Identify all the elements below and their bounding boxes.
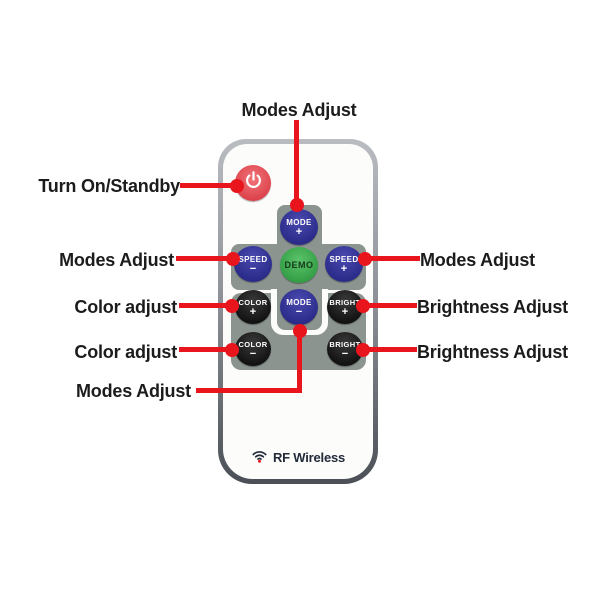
annotation-bottom-modes-label: Modes Adjust: [76, 381, 191, 401]
speed-plus-label: SPEED: [329, 255, 359, 264]
annotation-bottom-modes-line-h: [196, 388, 302, 393]
demo-button[interactable]: DEMO: [280, 247, 318, 283]
mode-minus-sign: −: [295, 306, 303, 318]
annotation-bright-minus-dot: [356, 343, 370, 357]
annotation-color-plus-dot: [225, 299, 239, 313]
color-plus-label: COLOR: [238, 298, 268, 307]
mode-minus-label: MODE: [286, 298, 312, 307]
annotation-right-modes-dot: [358, 252, 372, 266]
speed-plus-button[interactable]: SPEED +: [325, 246, 363, 282]
wifi-icon: [251, 447, 268, 468]
bright-plus-button[interactable]: BRIGHT +: [327, 290, 363, 324]
annotation-color-plus-label: Color adjust: [74, 297, 177, 317]
color-minus-sign: −: [249, 348, 257, 360]
speed-minus-sign: −: [249, 263, 257, 275]
annotation-left-modes-label: Modes Adjust: [59, 250, 174, 270]
bright-plus-sign: +: [341, 306, 349, 318]
annotation-top-modes-label: Modes Adjust: [241, 100, 357, 120]
annotation-power-dot: [230, 179, 244, 193]
color-minus-button[interactable]: COLOR −: [235, 332, 271, 366]
brand-row: RF Wireless: [223, 447, 373, 468]
power-button[interactable]: [235, 165, 271, 201]
bright-minus-label: BRIGHT: [329, 340, 361, 349]
annotation-bright-minus-line: [362, 347, 417, 352]
annotation-color-plus-line: [179, 303, 232, 308]
annotation-bright-plus-label: Brightness Adjust: [417, 297, 568, 317]
annotation-left-modes-dot: [226, 252, 240, 266]
annotation-color-minus-line: [179, 347, 232, 352]
annotation-bottom-modes-dot: [293, 324, 307, 338]
color-plus-button[interactable]: COLOR +: [235, 290, 271, 324]
mode-plus-sign: +: [295, 226, 303, 238]
annotation-power-line: [180, 183, 237, 188]
speed-minus-button[interactable]: SPEED −: [234, 246, 272, 282]
bright-plus-label: BRIGHT: [329, 298, 361, 307]
annotation-color-minus-dot: [225, 343, 239, 357]
annotation-bright-minus-label: Brightness Adjust: [417, 342, 568, 362]
mode-plus-button[interactable]: MODE +: [280, 209, 318, 245]
brand-text: RF Wireless: [272, 450, 346, 465]
color-minus-label: COLOR: [238, 340, 268, 349]
annotation-power-label: Turn On/Standby: [38, 176, 180, 196]
annotation-color-minus-label: Color adjust: [74, 342, 177, 362]
annotation-top-modes-dot: [290, 198, 304, 212]
bright-minus-sign: −: [341, 348, 349, 360]
speed-plus-sign: +: [340, 263, 348, 275]
annotation-bright-plus-dot: [356, 299, 370, 313]
annotation-right-modes-label: Modes Adjust: [420, 250, 535, 270]
mode-minus-button[interactable]: MODE −: [280, 289, 318, 325]
annotation-bright-plus-line: [362, 303, 417, 308]
annotation-left-modes-line: [176, 256, 233, 261]
power-icon: [243, 170, 264, 196]
annotation-right-modes-line: [364, 256, 420, 261]
speed-minus-label: SPEED: [238, 255, 268, 264]
annotation-bottom-modes-line-v: [297, 331, 302, 393]
demo-label: DEMO: [284, 259, 314, 270]
color-plus-sign: +: [249, 306, 257, 318]
annotation-top-modes-line: [294, 120, 299, 205]
mode-plus-label: MODE: [286, 218, 312, 227]
